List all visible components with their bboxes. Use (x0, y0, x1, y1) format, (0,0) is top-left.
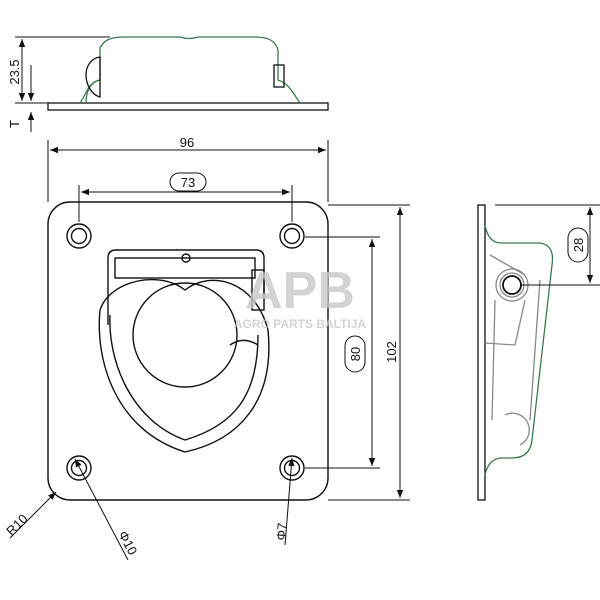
dimension-width-label: 96 (180, 135, 194, 150)
watermark-logo: APB AGRO PARTS BALTIJA (234, 262, 367, 331)
body-outline (79, 36, 301, 104)
spring-coil (251, 269, 265, 311)
dimension-pivot-offset-label: 28 (571, 238, 586, 252)
watermark-logo-text: APB (245, 262, 355, 320)
side-body-outline (484, 224, 554, 476)
base-plate-profile (47, 102, 329, 111)
dimension-overall-height-label: 102 (384, 341, 399, 363)
top-view (9, 140, 410, 561)
dimension-hole-diameter-small-label: Φ7 (273, 522, 289, 541)
dimension-height-label: 23.5 (7, 59, 22, 84)
dimension-hole-spacing-x-label: 73 (181, 175, 195, 190)
pivot-pin (502, 275, 522, 295)
hinge-knuckle-left (85, 56, 101, 98)
ring-outer (98, 309, 270, 453)
side-plate-profile (477, 204, 486, 501)
dimension-corner-radius-label: R10 (3, 511, 30, 538)
front-view (15, 36, 329, 132)
recess-outline (107, 249, 265, 325)
dimension-hole-spacing-y-label: 80 (348, 347, 363, 361)
dimension-thickness-label: T (7, 120, 22, 128)
side-view (477, 204, 600, 501)
ring-opening (132, 282, 238, 388)
mounting-plate (47, 201, 329, 501)
hinge-knuckle-right (273, 64, 285, 88)
watermark-company-text: AGRO PARTS BALTIJA (234, 317, 367, 331)
